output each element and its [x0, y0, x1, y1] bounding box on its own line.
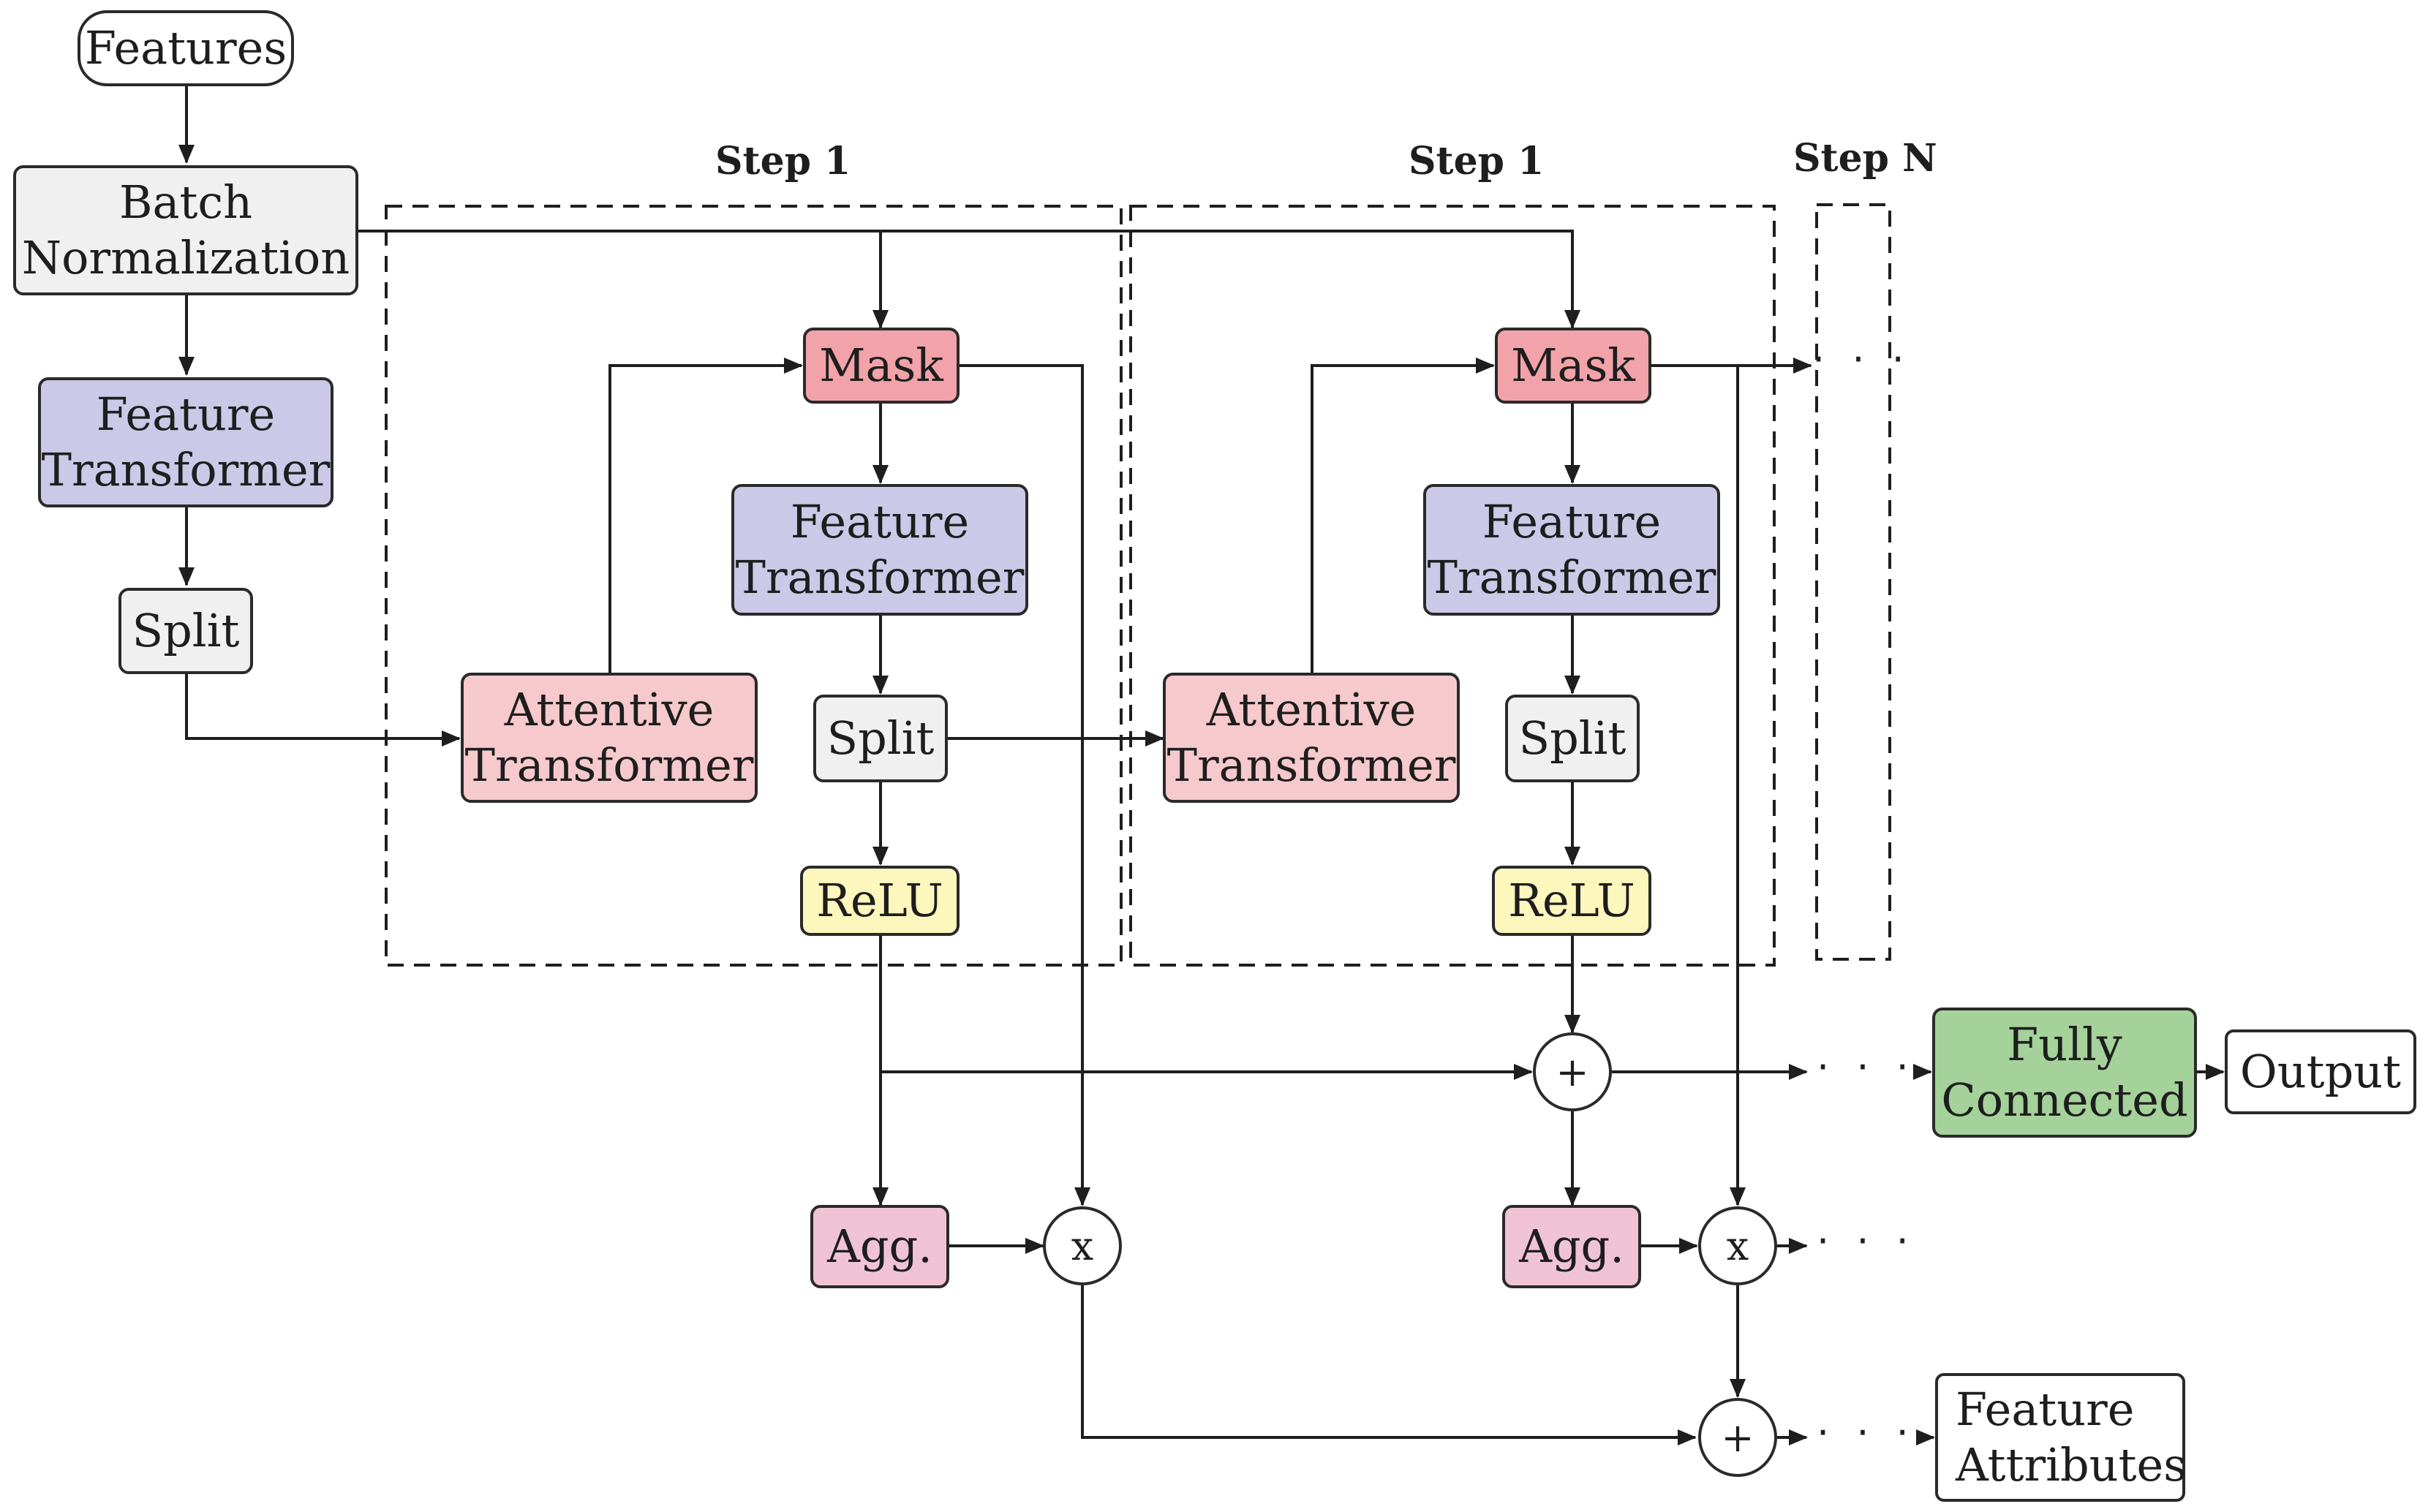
step-1-agg-node: Agg. — [810, 1205, 949, 1288]
step-2-frame — [1129, 205, 1776, 967]
step-1-attentive-transformer-line-1: Attentive — [504, 683, 715, 737]
step-n-frame — [1815, 203, 1891, 961]
step-2-split-label: Split — [1518, 711, 1626, 766]
step-1-mask-label: Mask — [819, 339, 943, 393]
output-ellipsis: · · · — [1817, 1044, 1916, 1090]
step-2-multiply-operator: x — [1698, 1206, 1777, 1285]
edge-split-to-attentive-1 — [185, 674, 461, 746]
step-1-agg-label: Agg. — [827, 1220, 932, 1274]
fully-connected-node: Fully Connected — [1932, 1008, 2197, 1138]
output-sum-symbol: + — [1556, 1048, 1589, 1095]
step-2-agg-label: Agg. — [1519, 1220, 1624, 1274]
step-1-multiply-operator: x — [1043, 1206, 1122, 1285]
batch-normalization-node: Batch Normalization — [13, 165, 358, 295]
feature-transformer-line-2: Transformer — [41, 443, 331, 496]
step-2-label: Step 1 — [1409, 139, 1545, 184]
features-label: Features — [84, 21, 287, 75]
feature-attributes-line-1: Feature — [1956, 1383, 2135, 1437]
attribute-sum-symbol: + — [1721, 1414, 1754, 1461]
fully-connected-line-1: Fully — [2007, 1018, 2122, 1072]
fully-connected-line-2: Connected — [1941, 1073, 2188, 1127]
step-1-feature-transformer-line-2: Transformer — [735, 551, 1025, 604]
features-node: Features — [78, 10, 294, 86]
step-2-multiply-symbol: x — [1726, 1222, 1749, 1269]
step-1-frame — [385, 205, 1123, 967]
edge-batchnorm-to-mask-2 — [881, 230, 1580, 329]
edge-attentive-2-to-mask-2 — [1311, 358, 1495, 673]
step-1-feature-transformer-node: Feature Transformer — [731, 484, 1028, 616]
step-1-attentive-transformer-line-2: Transformer — [464, 738, 754, 792]
edge-batchnorm-to-mask-1 — [358, 230, 889, 329]
step-1-split-node: Split — [813, 695, 948, 782]
step-2-mask-node: Mask — [1495, 328, 1651, 404]
step-2-split-node: Split — [1505, 695, 1640, 782]
output-sum-operator: + — [1533, 1032, 1612, 1111]
batch-normalization-line-2: Normalization — [21, 231, 350, 284]
batch-normalization-line-1: Batch — [118, 175, 253, 230]
step-2-mask-label: Mask — [1511, 339, 1635, 393]
edge-multiply-1-to-plus-2 — [1081, 1285, 1697, 1445]
step-2-feature-transformer-node: Feature Transformer — [1423, 484, 1720, 616]
step-2-relu-node: ReLU — [1492, 866, 1651, 936]
step-1-mask-node: Mask — [803, 328, 960, 404]
step-n-ellipsis: · · · — [1812, 336, 1912, 382]
step-1-split-label: Split — [826, 711, 935, 766]
step-2-feature-transformer-line-2: Transformer — [1427, 551, 1716, 604]
output-node: Output — [2225, 1029, 2416, 1114]
step-1-relu-node: ReLU — [800, 866, 960, 936]
feature-transformer-line-1: Feature — [96, 388, 276, 442]
feature-attributes-node: Feature Attributes — [1935, 1373, 2187, 1502]
step-2-agg-node: Agg. — [1502, 1205, 1641, 1288]
feature-transformer-node: Feature Transformer — [38, 377, 333, 507]
step-1-label: Step 1 — [715, 139, 851, 184]
attribute-ellipsis: · · · — [1817, 1410, 1916, 1456]
step-2-feature-transformer-line-1: Feature — [1482, 495, 1662, 549]
step-2-attentive-transformer-line-2: Transformer — [1166, 738, 1456, 792]
step-1-relu-label: ReLU — [816, 874, 943, 928]
attribute-sum-operator: + — [1698, 1398, 1777, 1477]
step-1-feature-transformer-line-1: Feature — [790, 495, 970, 549]
multiply-ellipsis: · · · — [1817, 1218, 1916, 1264]
split-label: Split — [132, 604, 240, 658]
split-node: Split — [118, 588, 253, 674]
step-1-multiply-symbol: x — [1071, 1222, 1094, 1269]
step-n-label: Step N — [1793, 136, 1937, 181]
edge-mask-1-to-multiply-1 — [960, 364, 1090, 1206]
step-2-attentive-transformer-node: Attentive Transformer — [1163, 673, 1460, 803]
step-2-relu-label: ReLU — [1508, 874, 1635, 928]
edge-attentive-1-to-mask-1 — [608, 358, 803, 673]
output-label: Output — [2239, 1045, 2402, 1099]
step-2-attentive-transformer-line-1: Attentive — [1206, 683, 1417, 737]
feature-attributes-line-2: Attributes — [1956, 1438, 2187, 1492]
step-1-attentive-transformer-node: Attentive Transformer — [461, 673, 758, 803]
